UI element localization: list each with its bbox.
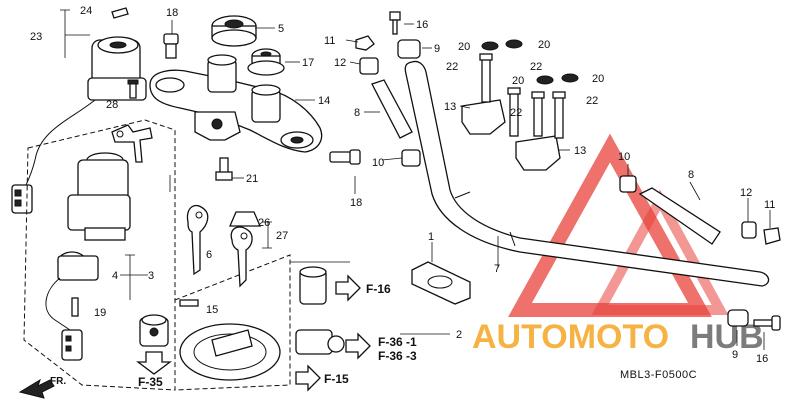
callout-15: 15 <box>206 304 218 316</box>
handlebar-holders <box>461 39 579 171</box>
ignition-switch-group <box>11 7 147 214</box>
callout-22-b: 22 <box>530 61 542 73</box>
callout-13-b: 13 <box>574 145 586 157</box>
callout-27: 27 <box>276 230 288 242</box>
stem-nut-17 <box>247 48 285 76</box>
ref-f16: F-16 <box>366 282 391 296</box>
callout-17: 17 <box>302 57 314 69</box>
callout-18-mid: 18 <box>350 197 362 209</box>
bolt-21 <box>215 157 233 181</box>
callout-21: 21 <box>246 173 258 185</box>
callout-20-c: 20 <box>512 75 524 87</box>
callout-19: 19 <box>94 307 106 319</box>
callout-28: 28 <box>106 99 118 111</box>
callout-22-d: 22 <box>586 95 598 107</box>
handlebar-weight-right <box>619 175 781 331</box>
callout-22-a: 22 <box>446 61 458 73</box>
top-bridge <box>149 54 323 153</box>
callout-10-left: 10 <box>372 157 384 169</box>
callout-10-right: 10 <box>618 151 630 163</box>
reference-arrows <box>295 274 371 392</box>
callout-20-d: 20 <box>592 73 604 85</box>
callout-18-top: 18 <box>166 7 178 19</box>
callout-8-left: 8 <box>354 107 360 119</box>
callout-9-right: 9 <box>732 349 738 361</box>
gasket-plate <box>411 261 471 305</box>
ref-f15: F-15 <box>324 372 349 386</box>
callout-23: 23 <box>30 31 42 43</box>
diagram-code: MBL3-F0500C <box>620 369 697 381</box>
callout-26: 26 <box>258 217 270 229</box>
callout-4: 4 <box>112 270 118 282</box>
callout-12-left: 12 <box>334 57 346 69</box>
callout-14: 14 <box>318 95 330 107</box>
callout-16-top: 16 <box>416 19 428 31</box>
seat-lock-cylinder <box>136 314 172 375</box>
callout-16-right: 16 <box>756 353 768 365</box>
leader-lines <box>169 20 771 350</box>
fuel-cap-assembly <box>179 261 350 381</box>
callout-5: 5 <box>278 23 284 35</box>
callout-22-c: 22 <box>510 107 522 119</box>
watermark-text-orange: AUTOMOTO <box>472 318 669 356</box>
callout-20-a: 20 <box>458 41 470 53</box>
handlebar-weight-left <box>329 11 421 167</box>
steering-stem-nut <box>211 15 257 47</box>
bolt-18-top <box>163 33 179 59</box>
callout-24: 24 <box>80 5 92 17</box>
callout-3: 3 <box>148 270 154 282</box>
section-references: F-16 F-36 -1 F-36 -3 F-15 F-35 <box>138 282 417 389</box>
key-switch-assembly <box>45 124 199 361</box>
callout-8-right: 8 <box>688 169 694 181</box>
keys-group <box>186 205 272 288</box>
callout-11-right: 11 <box>764 199 775 211</box>
front-label: FR. <box>50 376 66 387</box>
callout-2: 2 <box>456 329 462 341</box>
callout-numbers: 24 23 18 5 17 14 28 21 11 12 8 10 18 16 … <box>30 5 775 365</box>
handlebar-pipe <box>404 60 770 287</box>
callout-13-a: 13 <box>444 101 456 113</box>
front-arrow: FR. <box>18 376 66 399</box>
callout-9-top: 9 <box>434 43 440 55</box>
callout-20-b: 20 <box>538 39 550 51</box>
callout-11-left: 11 <box>324 35 335 47</box>
ref-f35: F-35 <box>138 375 163 389</box>
ref-f36-3: F-36 -3 <box>378 349 417 363</box>
watermark-text-gray: HUB <box>690 318 764 356</box>
callout-12-right: 12 <box>740 187 752 199</box>
ref-f36-1: F-36 -1 <box>378 335 417 349</box>
callout-1: 1 <box>428 231 434 243</box>
callout-6: 6 <box>206 249 212 261</box>
callout-7: 7 <box>494 263 500 275</box>
